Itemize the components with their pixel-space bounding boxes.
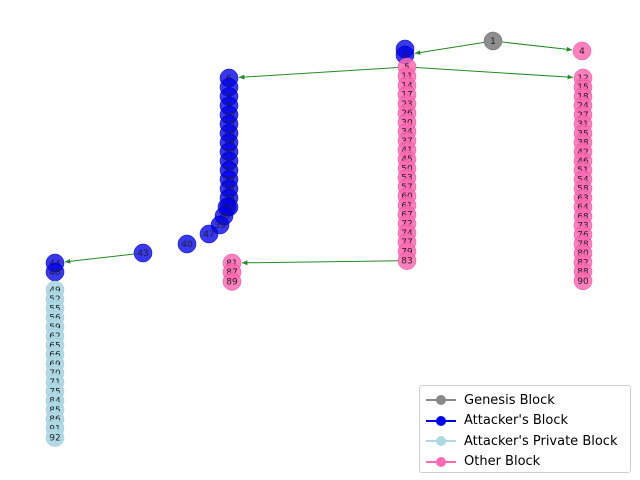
block-node-1: 1 bbox=[483, 31, 503, 51]
block-label: 1 bbox=[490, 37, 496, 47]
legend-item-genesis: Genesis Block bbox=[426, 390, 624, 411]
block-node-92: 92 bbox=[45, 428, 65, 447]
edge-83-81 bbox=[241, 260, 399, 266]
legend-item-private: Attacker's Private Block bbox=[426, 431, 624, 452]
legend-label: Attacker's Block bbox=[464, 413, 569, 429]
block-label: 40 bbox=[181, 240, 193, 250]
block-circle bbox=[397, 251, 417, 270]
block-label: 39 bbox=[214, 221, 226, 231]
block-node-47: 47 bbox=[199, 224, 219, 244]
block-label: 3 bbox=[402, 51, 408, 61]
legend-label: Other Block bbox=[464, 454, 541, 470]
legend-marker-icon bbox=[426, 394, 456, 406]
legend-marker-icon bbox=[426, 435, 456, 447]
edge-1-4 bbox=[501, 41, 573, 52]
legend-marker-icon bbox=[426, 415, 456, 427]
block-circle bbox=[133, 243, 153, 263]
block-node-89: 89 bbox=[222, 272, 242, 291]
block-circle bbox=[483, 31, 503, 51]
block-label: 90 bbox=[577, 277, 589, 287]
legend: Genesis Block Attacker's Block Attacker'… bbox=[419, 385, 631, 473]
block-label: 83 bbox=[401, 257, 412, 267]
edge-5-12 bbox=[415, 67, 574, 80]
block-circle bbox=[45, 428, 65, 447]
block-label: 89 bbox=[226, 277, 238, 287]
legend-label: Attacker's Private Block bbox=[464, 433, 618, 449]
block-label: 92 bbox=[49, 434, 60, 444]
block-node-43: 43 bbox=[133, 243, 153, 263]
edge-43-44 bbox=[64, 253, 135, 264]
block-circle bbox=[177, 234, 197, 254]
block-node-40: 40 bbox=[177, 234, 197, 254]
block-node-83: 83 bbox=[397, 251, 417, 270]
block-label: 47 bbox=[203, 230, 214, 240]
block-node-4: 4 bbox=[572, 41, 592, 61]
legend-item-other: Other Block bbox=[426, 452, 624, 473]
edge-5-6 bbox=[238, 67, 399, 80]
block-node-90: 90 bbox=[573, 271, 593, 291]
block-label: 4 bbox=[579, 47, 585, 57]
block-circle bbox=[199, 224, 219, 244]
block-circle bbox=[573, 271, 593, 291]
edge-1-3 bbox=[414, 41, 485, 55]
block-label: 48 bbox=[49, 268, 61, 278]
block-circle bbox=[572, 41, 592, 61]
block-node-48: 48 bbox=[45, 262, 65, 282]
block-circle bbox=[222, 272, 242, 291]
block-label: 43 bbox=[137, 249, 148, 259]
legend-marker-icon bbox=[426, 456, 456, 468]
legend-item-attacker: Attacker's Block bbox=[426, 411, 624, 432]
legend-label: Genesis Block bbox=[464, 392, 555, 408]
